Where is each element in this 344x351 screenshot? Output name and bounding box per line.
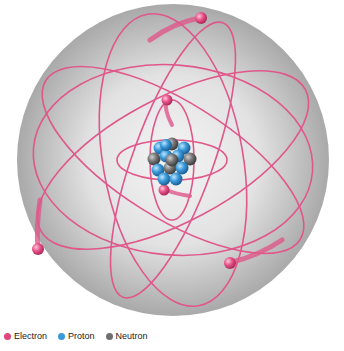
legend: Electron Proton Neutron xyxy=(4,331,159,341)
legend-item: Proton xyxy=(58,331,95,341)
legend-item: Neutron xyxy=(106,331,148,341)
electron-trails xyxy=(37,18,282,262)
legend-label: Proton xyxy=(68,331,95,341)
atom-sphere xyxy=(17,4,329,316)
legend-item: Electron xyxy=(4,331,47,341)
legend-label: Electron xyxy=(14,331,47,341)
electron-orbits xyxy=(11,2,334,318)
legend-swatch xyxy=(58,333,65,340)
legend-label: Neutron xyxy=(116,331,148,341)
legend-swatch xyxy=(4,333,11,340)
electrons xyxy=(32,12,236,269)
legend-swatch xyxy=(106,333,113,340)
nucleus xyxy=(148,138,197,186)
